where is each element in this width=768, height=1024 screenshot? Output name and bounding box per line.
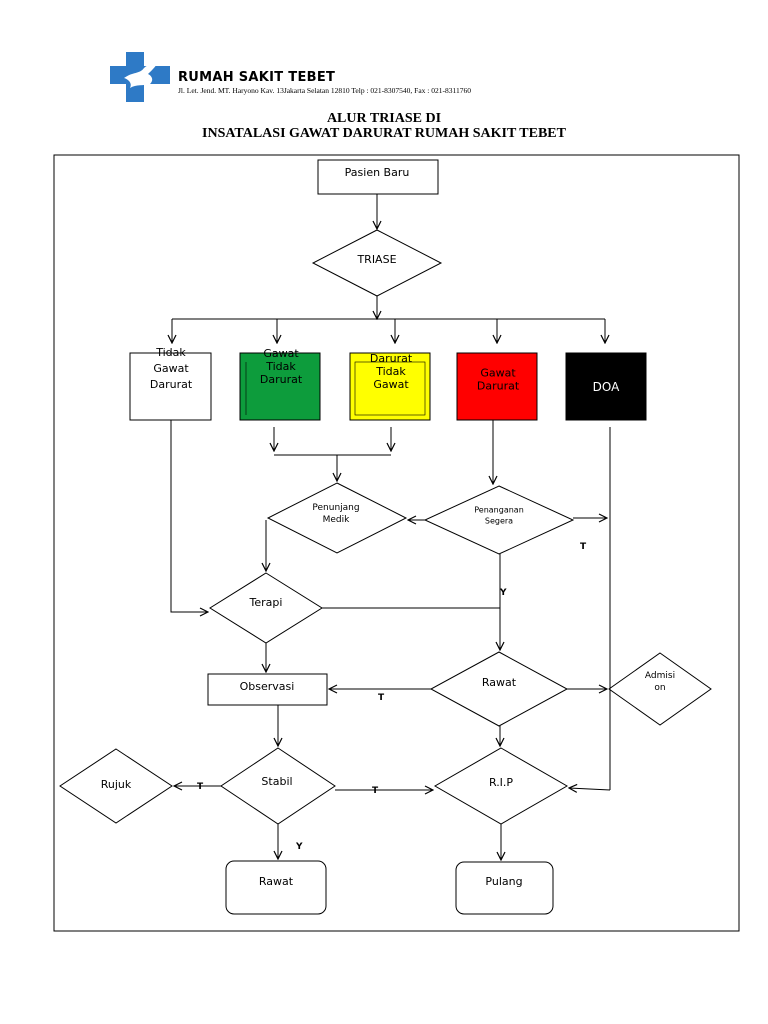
node-darurat-tidak-gawat — [349, 352, 431, 421]
label-rawat-end: Rawat — [259, 875, 294, 888]
edge-label-penanganan-t: T — [580, 542, 587, 552]
node-penanganan-segera — [423, 485, 575, 555]
label-observasi: Observasi — [240, 680, 295, 693]
label-rip: R.I.P — [489, 776, 513, 789]
label-gawat-darurat-line: Darurat — [477, 380, 520, 393]
label-penanganan-segera-line: Penanganan — [474, 506, 524, 515]
node-tidak-gawat-darurat — [129, 352, 212, 421]
diagram-frame — [53, 154, 740, 932]
node-rawat-decision — [429, 651, 569, 727]
hospital-logo — [110, 52, 170, 102]
label-darurat-tidak-gawat-line: Darurat — [370, 352, 413, 365]
label-rujuk: Rujuk — [101, 778, 132, 791]
node-pasien-baru — [317, 159, 439, 195]
label-tidak-gawat-darurat-line: Darurat — [150, 378, 193, 391]
hospital-address: Jl. Let. Jend. MT. Haryono Kav. 13Jakart… — [178, 86, 471, 95]
edge-tidak-gawat-terapi — [170, 420, 208, 612]
node-rujuk — [59, 748, 173, 824]
label-rip-line: R.I.P — [489, 776, 513, 789]
node-admision — [608, 652, 712, 726]
node-gawat-tidak-darurat — [239, 352, 321, 421]
label-doa-line: DOA — [593, 380, 620, 394]
label-tidak-gawat-darurat-line: Gawat — [153, 362, 189, 375]
page-title-line2: INSATALASI GAWAT DARURAT RUMAH SAKIT TEB… — [202, 126, 566, 141]
label-darurat-tidak-gawat-line: Gawat — [373, 378, 409, 391]
label-triase-line: TRIASE — [356, 253, 396, 266]
label-terapi: Terapi — [249, 596, 283, 609]
node-doa — [565, 352, 647, 421]
label-admision: Admisi on — [645, 671, 675, 693]
hospital-name: RUMAH SAKIT TEBET — [178, 70, 336, 85]
edge-label-stabil-t-left: T — [197, 782, 204, 792]
label-gawat-darurat-line: Gawat — [480, 367, 516, 380]
label-penanganan-segera-line: Segera — [485, 517, 513, 526]
edge-label-rawat-t: T — [378, 693, 385, 703]
label-rawat-decision-line: Rawat — [482, 676, 517, 689]
label-stabil: Stabil — [261, 775, 292, 788]
label-rawat-decision: Rawat — [482, 676, 517, 689]
node-rawat-end — [225, 860, 327, 915]
label-tidak-gawat-darurat-line: Tidak — [155, 346, 186, 359]
yellow-box-inner-border — [354, 361, 426, 416]
edge-label-stabil-t-right: T — [372, 786, 379, 796]
dove-icon — [124, 58, 160, 88]
label-penunjang-medik-line: Penunjang — [312, 503, 359, 513]
label-stabil-line: Stabil — [261, 775, 292, 788]
label-darurat-tidak-gawat-line: Tidak — [375, 365, 406, 378]
edge-doa-rip — [569, 788, 611, 790]
label-pulang-line: Pulang — [485, 875, 522, 888]
edge-label-stabil-y: Y — [295, 842, 303, 852]
label-rawat-end-line: Rawat — [259, 875, 294, 888]
label-doa: DOA — [593, 380, 620, 394]
label-terapi-line: Terapi — [249, 596, 283, 609]
edge-label-penanganan-y: Y — [499, 588, 507, 598]
node-pulang — [455, 861, 554, 915]
label-rujuk-line: Rujuk — [101, 778, 132, 791]
label-gawat-tidak-darurat-line: Gawat — [263, 347, 299, 360]
node-gawat-darurat — [456, 352, 538, 421]
label-admision-line: on — [654, 683, 665, 693]
label-penunjang-medik-line: Medik — [323, 515, 351, 525]
label-pasien-baru-line: Pasien Baru — [345, 166, 410, 179]
node-observasi — [207, 673, 328, 706]
label-gawat-tidak-darurat-line: Darurat — [260, 373, 303, 386]
label-pulang: Pulang — [485, 875, 522, 888]
label-admision-line: Admisi — [645, 671, 675, 681]
label-gawat-tidak-darurat-line: Tidak — [265, 360, 296, 373]
node-penunjang-medik — [266, 482, 408, 554]
page-title-line1: ALUR TRIASE DI — [326, 111, 442, 126]
label-pasien-baru: Pasien Baru — [345, 166, 410, 179]
label-observasi-line: Observasi — [240, 680, 295, 693]
label-triase: TRIASE — [356, 253, 396, 266]
